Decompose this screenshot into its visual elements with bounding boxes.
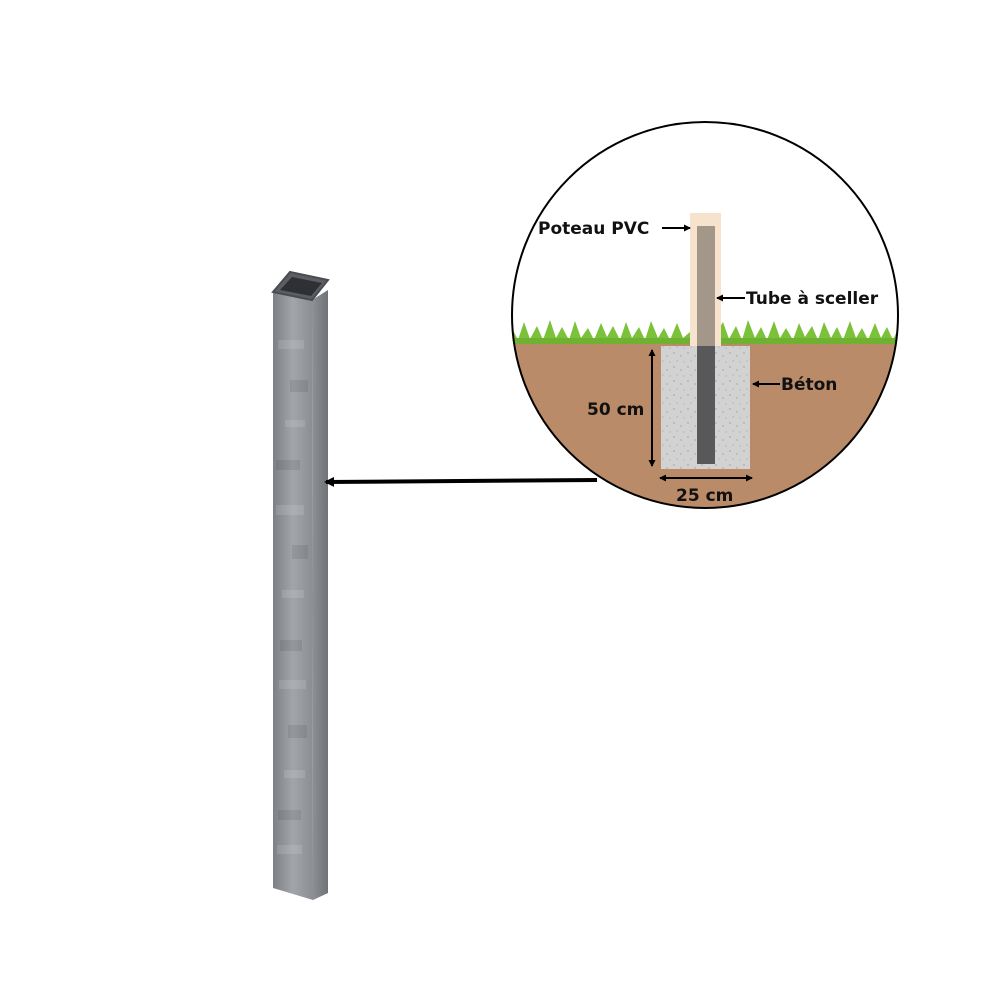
label-beton: Béton <box>781 375 837 395</box>
label-poteau-pvc: Poteau PVC <box>538 219 649 239</box>
grass-strip <box>512 320 898 343</box>
sealing-tube-lower <box>697 346 715 464</box>
sealing-tube-upper <box>697 226 715 346</box>
steel-post-front-face <box>273 292 313 900</box>
label-depth: 50 cm <box>587 400 644 420</box>
label-tube-a-sceller: Tube à sceller <box>746 289 879 309</box>
steel-post <box>271 270 330 900</box>
steel-texture-dark <box>276 380 308 820</box>
steel-post-inner-shadow <box>280 277 322 296</box>
detail-circle-border <box>511 121 899 509</box>
detail-inset: Poteau PVC Tube à sceller Béton 50 cm 25… <box>511 121 899 509</box>
steel-texture <box>276 340 306 854</box>
label-width: 25 cm <box>676 486 733 506</box>
pointer-arrow <box>324 476 598 487</box>
steel-post-side-face <box>312 290 328 900</box>
